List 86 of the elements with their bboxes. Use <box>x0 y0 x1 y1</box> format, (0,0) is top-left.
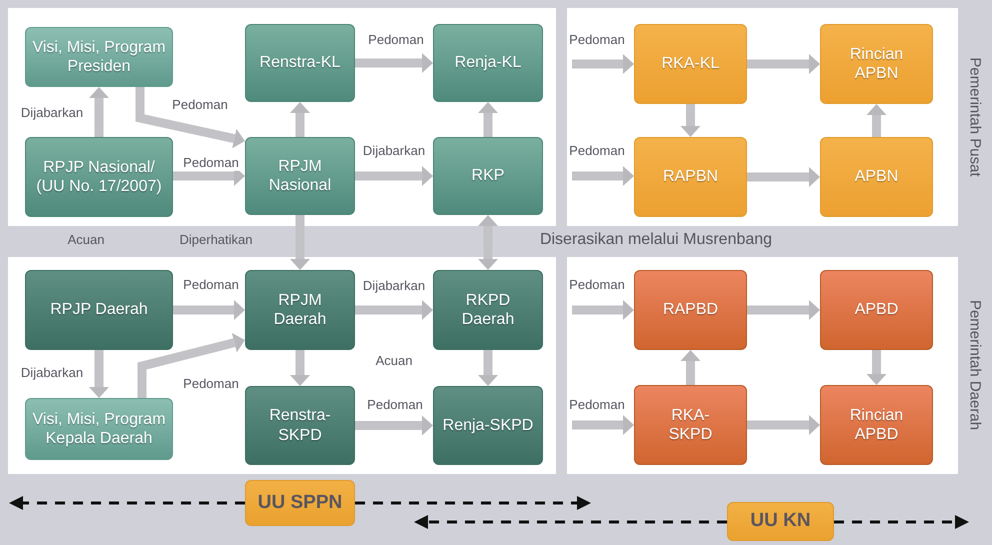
process-box <box>820 137 933 217</box>
node-label: Renstra-KL <box>260 53 340 73</box>
node-label: Renstra-SKPD <box>268 406 332 445</box>
node-label: RKA-KL <box>662 54 720 74</box>
process-box <box>25 398 173 460</box>
process-box <box>634 385 747 465</box>
process-box <box>245 24 355 102</box>
node-label: Visi, Misi, Program Presiden <box>31 38 167 76</box>
arrow <box>572 166 634 186</box>
node-label: APBN <box>854 167 898 187</box>
arrow <box>355 300 433 320</box>
process-box <box>245 386 355 465</box>
dashed-arrow <box>414 515 727 529</box>
edge-label: Diperhatikan <box>178 232 254 248</box>
process-box <box>25 27 173 87</box>
arrow <box>478 350 498 386</box>
law-box <box>245 480 355 526</box>
arrow <box>355 416 433 436</box>
arrow <box>173 300 245 320</box>
dashed-arrow <box>9 496 245 510</box>
arrow <box>572 54 634 74</box>
process-box <box>433 386 543 465</box>
process-box <box>820 385 933 465</box>
process-box <box>634 24 747 104</box>
node-label: RPJM Daerah <box>272 290 328 330</box>
edge-label: Dijabarkan <box>360 278 428 294</box>
arrow <box>290 215 310 270</box>
node-label: RPJP Daerah <box>50 300 148 320</box>
node-label: RAPBD <box>662 300 718 320</box>
arrow <box>478 215 498 270</box>
node-label: APBD <box>854 300 898 320</box>
arrow <box>138 333 245 400</box>
arrow <box>747 415 820 435</box>
law-box <box>727 502 834 541</box>
law-name: UU SPPN <box>258 492 342 514</box>
node-label: RKA-SKPD <box>668 406 714 444</box>
arrow <box>747 167 820 187</box>
process-box <box>820 24 933 104</box>
node-label: RPJP Nasional/ (UU No. 17/2007) <box>35 158 163 196</box>
process-box <box>25 137 173 217</box>
process-box <box>25 270 173 350</box>
node-label: Renja-KL <box>454 53 522 73</box>
arrow <box>478 102 498 137</box>
note-label: Diserasikan melalui Musrenbang <box>538 230 774 250</box>
process-box <box>820 270 933 350</box>
process-box <box>433 137 543 215</box>
node-label: Renja-SKPD <box>442 416 534 436</box>
node-label: Rincian APBD <box>848 406 904 444</box>
process-box <box>433 24 543 102</box>
node-label: RPJM Nasional <box>268 156 332 196</box>
node-label: RKPD Daerah <box>460 290 516 330</box>
arrow <box>866 104 886 137</box>
arrow <box>680 104 700 137</box>
process-box <box>245 137 355 215</box>
process-box <box>245 270 355 350</box>
arrow <box>572 300 634 320</box>
edge-label: Pedoman <box>181 154 241 172</box>
arrow <box>136 84 245 148</box>
arrow <box>747 54 820 74</box>
node-label: Rincian APBN <box>848 44 904 84</box>
process-box <box>433 270 543 350</box>
arrow <box>866 350 886 385</box>
law-name: UU KN <box>750 510 811 533</box>
note-label: Acuan <box>66 232 106 248</box>
arrow <box>290 350 310 386</box>
arrow <box>680 350 700 385</box>
section-label: Pemerintah Pusat <box>966 57 984 177</box>
arrow <box>355 166 433 186</box>
process-box <box>634 270 747 350</box>
node-label: RAPBN <box>662 167 718 187</box>
edge-label: Dijabarkan <box>360 142 428 160</box>
arrow <box>572 415 634 435</box>
edge-label: Dijabarkan <box>18 364 86 382</box>
node-label: Visi, Misi, Program Kepala Daerah <box>31 410 167 448</box>
process-box <box>634 137 747 217</box>
dashed-arrow <box>834 515 969 529</box>
arrow <box>89 350 109 398</box>
node-label: RKP <box>472 166 504 186</box>
arrow <box>290 102 310 137</box>
section-label: Pemerintah Daerah <box>966 300 984 430</box>
edge-label: Dijabarkan <box>18 104 86 122</box>
note-label: Acuan <box>374 352 414 370</box>
arrow <box>89 87 109 137</box>
arrow <box>747 300 820 320</box>
arrow <box>355 53 433 73</box>
dashed-arrow <box>355 496 591 510</box>
